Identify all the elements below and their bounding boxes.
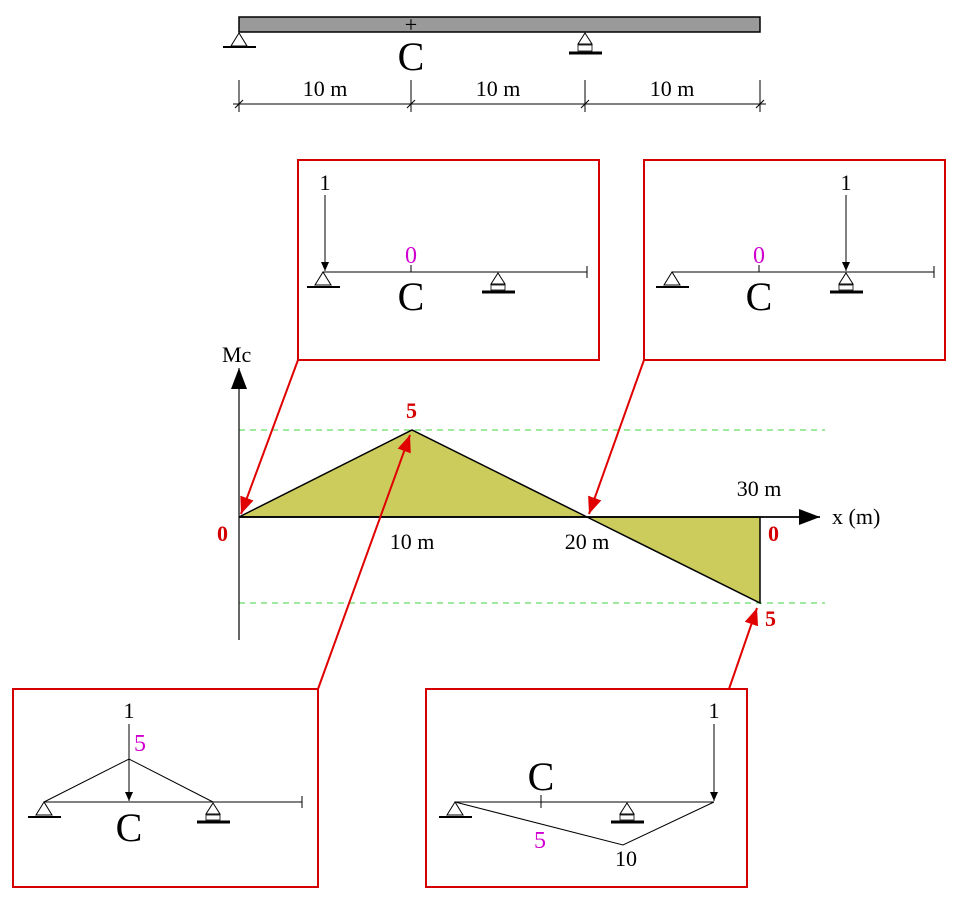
value-label: 0 — [753, 243, 765, 269]
pin-support-icon — [28, 801, 61, 818]
pin-support-icon — [307, 271, 340, 288]
deflection-shape — [454, 801, 715, 846]
pin-support-icon — [439, 801, 472, 818]
panel-load-at-c: 1 5 C — [12, 688, 319, 888]
roller-support-icon — [611, 802, 644, 824]
span-2-label: 10 m — [476, 76, 521, 101]
tip-value-label: 10 — [615, 846, 637, 871]
panel-load-at-b: 1 0 C — [643, 159, 946, 361]
panel-load-at-a: 1 0 C — [297, 159, 600, 361]
arrow-top-right — [588, 359, 645, 515]
origin-value: 0 — [217, 521, 228, 546]
end-zero-value: 0 — [768, 521, 779, 546]
point-c-label: C — [398, 274, 425, 319]
point-c-label: C — [528, 754, 555, 799]
beam-body — [238, 16, 761, 33]
point-c-label: C — [398, 34, 425, 79]
plus-sign: + — [405, 12, 417, 37]
y-axis-label: Mc — [222, 342, 252, 367]
arrow-top-left — [240, 359, 299, 515]
arrow-bottom-right — [728, 607, 759, 690]
negative-region — [586, 516, 761, 605]
unit-load-label: 1 — [320, 170, 331, 195]
panel-load-at-end: 1 C 5 10 — [425, 688, 748, 888]
x-tick-10: 10 m — [390, 529, 435, 554]
dimension-line — [233, 80, 766, 112]
x-axis-label: x (m) — [832, 504, 880, 529]
roller-support-icon — [482, 272, 515, 294]
roller-support-icon — [197, 802, 230, 824]
pin-support-icon — [656, 271, 689, 288]
pin-support-icon — [223, 32, 256, 48]
peak-value: 5 — [406, 398, 417, 423]
beam-schematic: + C 10 m 10 m 10 m — [223, 12, 766, 112]
value-label: 5 — [134, 731, 146, 757]
roller-support-icon — [569, 32, 602, 55]
arrow-bottom-left — [317, 434, 411, 690]
point-c-label: C — [116, 805, 143, 850]
unit-load-label: 1 — [709, 698, 720, 723]
x-tick-30: 30 m — [737, 476, 782, 501]
positive-region — [238, 429, 588, 518]
influence-graph: Mc x (m) 0 5 0 5 10 m 20 m 30 m — [217, 342, 880, 640]
end-negative-value: 5 — [765, 606, 776, 631]
value-label: 5 — [534, 828, 546, 854]
connector-arrows — [240, 359, 759, 690]
span-3-label: 10 m — [650, 76, 695, 101]
value-label: 0 — [405, 243, 417, 269]
point-c-label: C — [746, 274, 773, 319]
unit-load-label: 1 — [124, 698, 135, 723]
unit-load-label: 1 — [841, 170, 852, 195]
roller-support-icon — [830, 272, 863, 294]
span-1-label: 10 m — [303, 76, 348, 101]
x-tick-20: 20 m — [565, 529, 610, 554]
